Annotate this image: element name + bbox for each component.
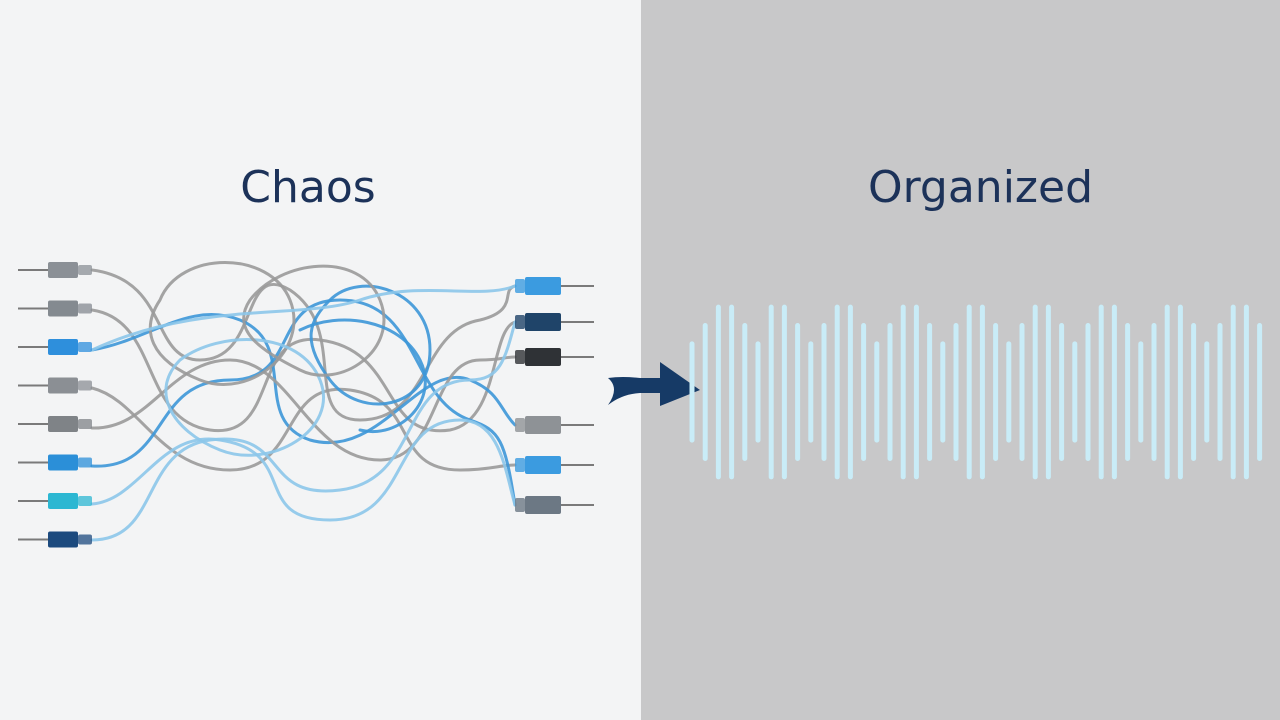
cable (298, 318, 427, 433)
right-plug-icon (515, 496, 594, 514)
left-plugs (18, 262, 92, 548)
cable (164, 338, 325, 457)
chaos-title: Chaos (240, 162, 376, 213)
wave-bar (847, 304, 853, 480)
wave-bar (1257, 323, 1263, 461)
right-plug-icon (515, 277, 594, 295)
wave-bar (742, 323, 748, 461)
left-plug-icon (18, 493, 92, 509)
cable (148, 261, 296, 386)
wave-bar (887, 323, 893, 461)
arrow-right-icon (608, 362, 700, 406)
wave-bar (1191, 323, 1197, 461)
right-plug-icon (515, 313, 594, 331)
wave-bar (966, 304, 972, 480)
left-plug-icon (18, 262, 92, 278)
left-plug-icon (18, 300, 92, 317)
wave-bar (1243, 304, 1249, 480)
wave-bar (927, 323, 933, 461)
left-plug-icon (18, 531, 92, 548)
wave-bar (1164, 304, 1170, 480)
cable (242, 264, 386, 377)
cable (90, 320, 517, 542)
wave-bar (861, 323, 867, 461)
wave-bar (1059, 323, 1065, 461)
cable (90, 268, 517, 422)
wave-bar (795, 323, 801, 461)
wave-bar (1032, 304, 1038, 480)
wave-bar (874, 341, 880, 443)
wave-bar (993, 323, 999, 461)
wave-bar (953, 323, 959, 461)
wave-bar (1138, 341, 1144, 443)
wave-bar (781, 304, 787, 480)
wave-bar (689, 341, 695, 443)
wave-bar (900, 304, 906, 480)
wave-bar (821, 323, 827, 461)
wave-bar (1019, 323, 1025, 461)
right-plugs (515, 277, 594, 514)
wave-bar (1045, 304, 1051, 480)
right-plug-icon (515, 348, 594, 366)
wave-bar (1098, 304, 1104, 480)
cable (90, 308, 517, 433)
wave-bar (1217, 323, 1223, 461)
cable (309, 284, 432, 406)
wave-bar (979, 304, 985, 480)
right-plug-icon (515, 456, 594, 474)
tangled-cables (90, 261, 517, 542)
cable (90, 355, 517, 462)
wave-bar (702, 323, 708, 461)
wave-bar (768, 304, 774, 480)
left-plug-icon (18, 377, 92, 394)
wave-bar (1111, 304, 1117, 480)
right-plug-icon (515, 416, 594, 434)
organized-panel (641, 0, 1280, 720)
wave-bar (1006, 341, 1012, 443)
cable (90, 284, 517, 352)
wave-bar (1125, 323, 1131, 461)
wave-bar (1151, 323, 1157, 461)
wave-bar (755, 341, 761, 443)
wave-bar (1085, 323, 1091, 461)
wave-bar (940, 341, 946, 443)
organized-title: Organized (867, 162, 1094, 213)
wave-bar (1072, 341, 1078, 443)
wave-bar (729, 304, 735, 480)
waveform-icon (689, 304, 1263, 480)
left-plug-icon (18, 416, 92, 432)
wave-bar (1177, 304, 1183, 480)
wave-bar (1204, 341, 1210, 443)
left-plug-icon (18, 339, 92, 355)
cable (90, 418, 517, 522)
wave-bar (834, 304, 840, 480)
wave-bar (808, 341, 814, 443)
left-plug-icon (18, 454, 92, 471)
wave-bar (913, 304, 919, 480)
wave-bar (715, 304, 721, 480)
cable (90, 298, 517, 507)
wave-bar (1230, 304, 1236, 480)
